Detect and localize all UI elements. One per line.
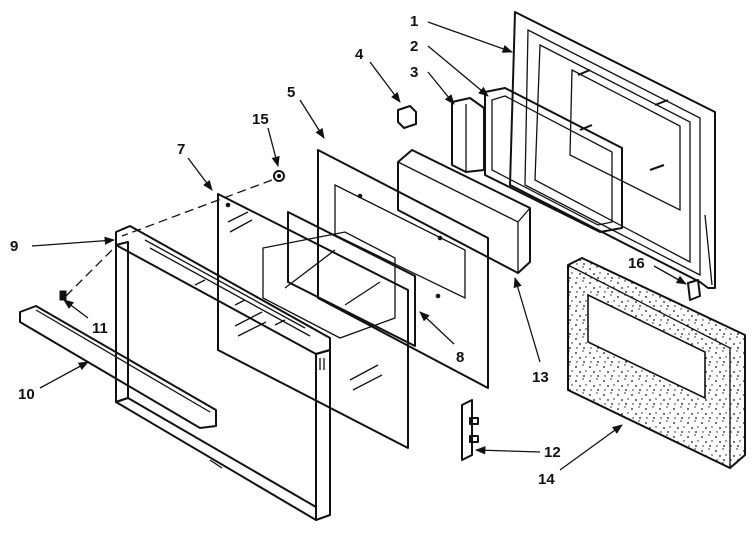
washer [273, 170, 285, 182]
label-part-1: 1 [410, 13, 418, 30]
label-part-5: 5 [287, 84, 295, 101]
inner-glass-panel [317, 149, 489, 389]
bottom-trim [19, 305, 217, 429]
label-part-3: 3 [410, 64, 418, 81]
label-part-12: 12 [544, 444, 561, 461]
outer-glass-panel [217, 193, 409, 449]
screw [59, 290, 67, 301]
label-part-11: 11 [92, 320, 108, 337]
outer-door-frame [115, 225, 331, 521]
label-part-7: 7 [177, 141, 185, 158]
label-part-10: 10 [18, 386, 35, 403]
label-part-16: 16 [628, 255, 645, 272]
alignment-line [121, 179, 273, 237]
label-part-13: 13 [532, 369, 549, 386]
label-part-15: 15 [252, 111, 269, 128]
label-part-9: 9 [10, 238, 18, 255]
label-part-14: 14 [538, 471, 555, 488]
label-part-4: 4 [355, 46, 364, 63]
label-part-8: 8 [456, 349, 464, 366]
callout-leaders [31, 21, 687, 471]
label-part-2: 2 [410, 38, 418, 55]
inner-door-panel [509, 11, 716, 289]
alignment-line-screw [65, 245, 117, 297]
side-bracket [451, 97, 485, 173]
middle-glass-panel [262, 211, 416, 347]
door-liner-frame [484, 87, 623, 233]
door-clip [397, 105, 417, 129]
insulation-box [397, 149, 531, 274]
connector [687, 279, 701, 301]
outer-insulation-wrap [567, 257, 746, 469]
hinge-bracket [461, 399, 479, 461]
